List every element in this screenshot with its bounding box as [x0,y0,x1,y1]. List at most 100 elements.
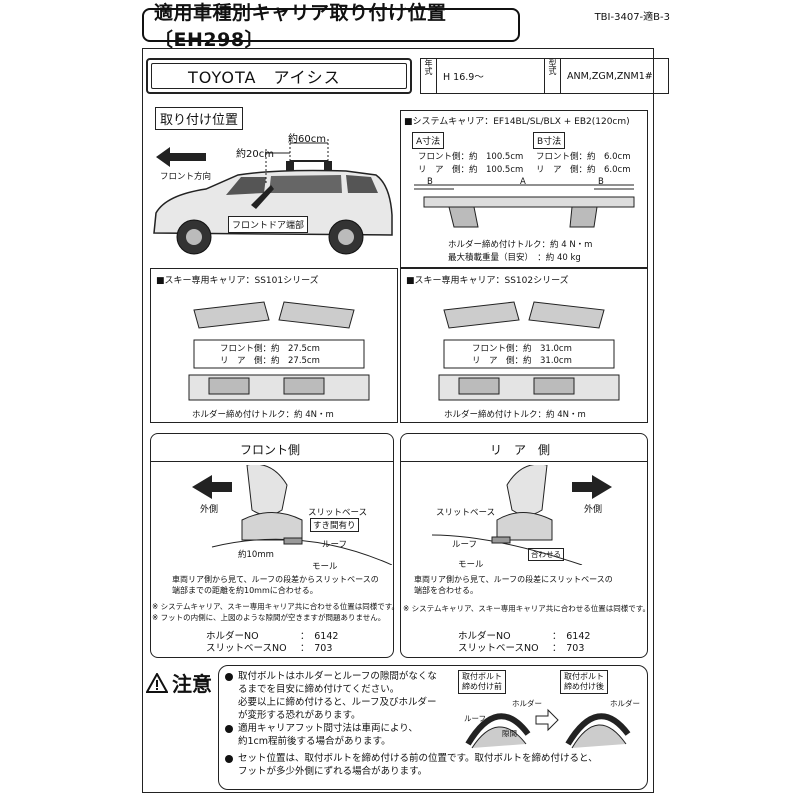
left-foot [448,206,479,228]
rear-slit-no: ： 703 [552,643,585,654]
warning-icon [146,672,168,693]
rear-holder-no: ： 6142 [552,631,591,642]
system-max-load: 最大積載重量（目安） ：約 40 kg [448,253,581,263]
ski101-panel [150,268,398,423]
rear-roof-label: ルーフ [452,540,477,550]
year-value: H 16.9～ [436,58,545,94]
front-wheel-hub [186,229,202,245]
front-direction-label: フロント方向 [160,172,212,182]
front-gap-label: すき間有り [310,518,359,532]
dim-a-letter: A [520,177,526,187]
car-window [226,177,266,195]
model-name: TOYOTA アイシス [146,58,412,94]
before-gap-label: 隙間 [502,729,517,738]
rear-carrier-foot [324,161,332,171]
front-slit-no: ： 703 [300,643,333,654]
bolt-diagram [465,708,631,749]
caution-heading: 注意 [146,668,212,697]
front-arrow-icon [156,147,206,167]
right-foot [569,206,598,228]
main-frame [142,48,654,793]
after-holder-label: ホルダー [610,699,640,708]
a-rear-value: リ ア 側：約 100.5cm [418,165,524,175]
b-front-value: フロント側：約 6.0cm [536,152,631,162]
caution-title: 注意 [172,672,212,696]
spec-table: 年式 H 16.9～ 型式 ANM,ZGM,ZNM1# [420,58,669,94]
rear-holder-no-label: ホルダーNO [458,631,511,642]
rear-side-panel [400,433,648,658]
front-molding-label: モール [312,562,338,572]
car-window [269,175,342,193]
ski101-rear: リ ア 側：約 27.5cm [220,356,320,366]
rear-desc-line1: 車両リア側から見て、ルーフの段差にスリットベースの [414,575,613,584]
front-side-title: フロント側 [240,443,301,457]
year-label: 年式 [420,58,437,94]
ski102-title: ■スキー専用キャリア：SS102シリーズ [406,276,569,286]
ski101-torque: ホルダー締め付けトルク：約 4N・m [192,410,334,420]
after-label: 取付ボルト締め付け後 [560,670,608,694]
before-roof-label: ルーフ [464,714,487,723]
front-holder-no: ： 6142 [300,631,339,642]
ski101-title: ■スキー専用キャリア：SS101シリーズ [156,276,319,286]
b-rear-value: リ ア 側：約 6.0cm [536,165,631,175]
rear-slit-base-label: スリットベース [436,508,496,518]
caution-item2: 適用キャリアフット間寸法は車両により、 約1cm程前後する場合があります。 [225,722,418,748]
front-holder-no-label: ホルダーNO [206,631,259,642]
front-side-panel [150,433,394,658]
ski102-diagram [438,301,620,401]
caution-panel [218,665,648,790]
rear-side-title: リ ア 側 [490,443,551,457]
car-window [346,175,378,193]
door-end-arrow-icon [251,185,274,209]
system-carrier-panel [400,110,648,268]
front-slit-base-label: スリットベース [308,508,368,518]
front-10mm-label: 約10mm [238,550,274,560]
system-torque: ホルダー締め付けトルク：約 4 N・m [448,240,593,250]
ski102-front: フロント側：約 31.0cm [472,344,572,354]
type-value: ANM,ZGM,ZNM1# [560,58,669,94]
dim-60cm-label: 約60cm [288,134,326,145]
rear-wheel-hub [338,229,354,245]
carrier-crossbar [423,196,635,208]
system-carrier-diagram [414,184,635,228]
type-label: 型式 [544,58,561,94]
rear-side-diagram [431,465,612,565]
front-desc-line1: 車両リア側から見て、ルーフの段差からスリットベースの [172,575,379,584]
rear-align-label: 合わせる [528,548,564,561]
front-roof-label: ルーフ [322,540,347,550]
ski102-rear: リ ア 側：約 31.0cm [472,356,572,366]
rear-note1: ※ システムキャリア、スキー専用キャリア共に合わせる位置は同様です。 [403,604,650,613]
front-door-end-label: フロントドア端部 [228,216,309,233]
system-carrier-title: ■システムキャリア：EF14BL/SL/BLX + EB2(120cm) [404,117,630,127]
outer-arrow-icon [572,475,612,499]
rear-desc-line2: 端部を合わせる。 [414,586,478,595]
next-arrow-icon [535,708,559,732]
b-dim-label: B寸法 [533,132,566,149]
ski101-diagram [188,301,370,401]
car-illustration [153,139,393,255]
ski102-torque: ホルダー締め付けトルク：約 4N・m [444,410,586,420]
rear-molding-label: モール [458,560,484,570]
dim-20cm-label: 約20cm [236,149,274,160]
front-outer-label: 外側 [200,505,219,515]
front-desc-line2: 端部までの距離を約10mmに合わせる。 [172,586,318,595]
front-note1: ※ システムキャリア、スキー専用キャリア共に合わせる位置は同様です。 [152,602,399,611]
a-dim-label: A寸法 [412,132,445,149]
dim-b1-letter: B [427,177,433,187]
outer-arrow-icon [192,475,232,499]
position-label: 取り付け位置 [155,107,244,130]
caution-item3: セット位置は、取付ボルトを締め付ける前の位置です。取付ボルトを締め付けると、 フ… [225,752,598,778]
document-id: TBI-3407-適B-3 [594,12,670,23]
rear-outer-label: 外側 [584,505,603,515]
before-label: 取付ボルト締め付け前 [458,670,506,694]
rear-slit-no-label: スリットベースNO [458,643,539,654]
caution-item1: 取付ボルトはホルダーとルーフの隙間がなくな るまでを目安に締め付けてください。 … [225,670,437,722]
ski101-front: フロント側：約 27.5cm [220,344,320,354]
front-side-diagram [192,465,392,565]
front-note2: ※ フットの内側に、上図のような隙間が空きますが問題ありません。 [152,613,386,622]
page-title: 適用車種別キャリア取り付け位置〔EH298〕 [142,2,520,51]
front-carrier-foot [286,161,294,171]
front-slit-no-label: スリットベースNO [206,643,287,654]
before-holder-label: ホルダー [512,699,542,708]
dim-b2-letter: B [598,177,604,187]
